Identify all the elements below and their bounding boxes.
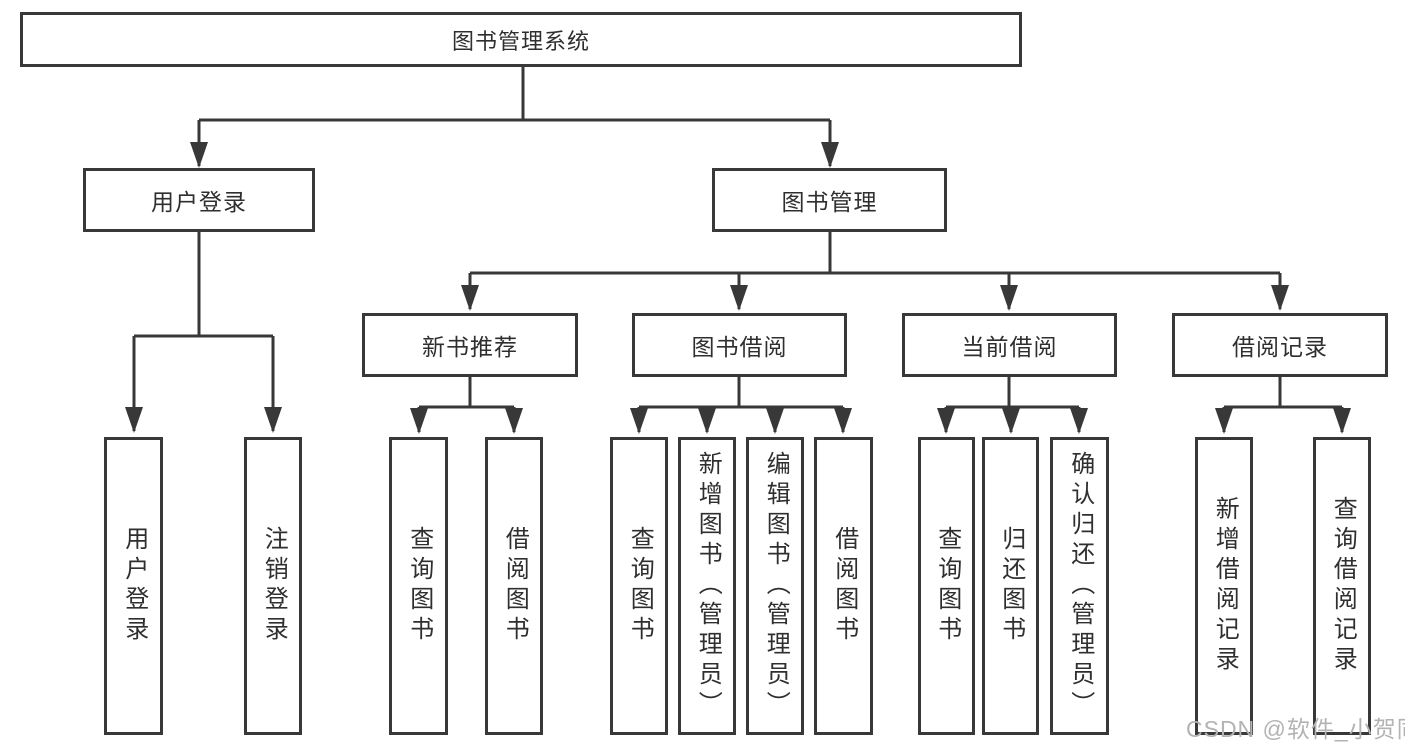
leaf-borrow-query-books-label: 查询图书	[626, 526, 654, 646]
leaf-user-login: 用户登录	[104, 437, 163, 735]
leaf-current-query-books-label: 查询图书	[933, 526, 961, 646]
node-new-book-recommend: 新书推荐	[362, 313, 578, 377]
node-borrow-records: 借阅记录	[1172, 313, 1388, 377]
arrowheads	[125, 142, 1351, 434]
leaf-recommend-query-books: 查询图书	[389, 437, 448, 735]
leaf-borrow-query-books: 查询图书	[610, 437, 668, 735]
node-root-label: 图书管理系统	[451, 28, 590, 54]
leaf-borrow-books: 借阅图书	[814, 437, 873, 735]
leaf-recommend-query-books-label: 查询图书	[405, 526, 433, 646]
node-user-login-label: 用户登录	[151, 189, 247, 215]
leaf-edit-books-admin-label: 编辑图书（管理员）	[762, 451, 790, 721]
leaf-current-query-books: 查询图书	[918, 437, 975, 735]
node-current-borrow-label: 当前借阅	[961, 334, 1058, 360]
leaf-add-borrow-record-label: 新增借阅记录	[1211, 496, 1239, 676]
leaf-recommend-borrow-books: 借阅图书	[485, 437, 543, 735]
node-book-borrow: 图书借阅	[632, 313, 847, 377]
node-book-management-label: 图书管理	[781, 189, 878, 215]
leaf-confirm-return-admin: 确认归还（管理员）	[1050, 437, 1109, 735]
leaf-edit-books-admin: 编辑图书（管理员）	[746, 437, 804, 735]
leaf-borrow-books-label: 借阅图书	[830, 526, 858, 646]
node-user-login: 用户登录	[83, 168, 315, 232]
leaf-user-login-label: 用户登录	[120, 526, 148, 646]
node-current-borrow: 当前借阅	[902, 313, 1117, 377]
node-book-borrow-label: 图书借阅	[691, 334, 788, 360]
leaf-return-books-label: 归还图书	[997, 526, 1025, 646]
node-new-book-recommend-label: 新书推荐	[422, 334, 518, 360]
leaf-query-borrow-record-label: 查询借阅记录	[1329, 496, 1357, 676]
node-book-management: 图书管理	[712, 168, 947, 232]
leaf-add-borrow-record: 新增借阅记录	[1195, 437, 1253, 735]
leaf-logout: 注销登录	[244, 437, 302, 735]
leaf-return-books: 归还图书	[982, 437, 1039, 735]
connector-paths	[132, 67, 1344, 432]
leaf-add-books-admin-label: 新增图书（管理员）	[694, 451, 722, 721]
leaf-query-borrow-record: 查询借阅记录	[1313, 437, 1371, 735]
leaf-recommend-borrow-books-label: 借阅图书	[501, 526, 529, 646]
node-root-system: 图书管理系统	[20, 12, 1022, 67]
leaf-add-books-admin: 新增图书（管理员）	[678, 437, 736, 735]
csdn-watermark: CSDN @软件_小贺同学	[1186, 716, 1405, 742]
leaf-confirm-return-admin-label: 确认归还（管理员）	[1066, 451, 1094, 721]
leaf-logout-label: 注销登录	[260, 526, 288, 646]
node-borrow-records-label: 借阅记录	[1232, 334, 1328, 360]
